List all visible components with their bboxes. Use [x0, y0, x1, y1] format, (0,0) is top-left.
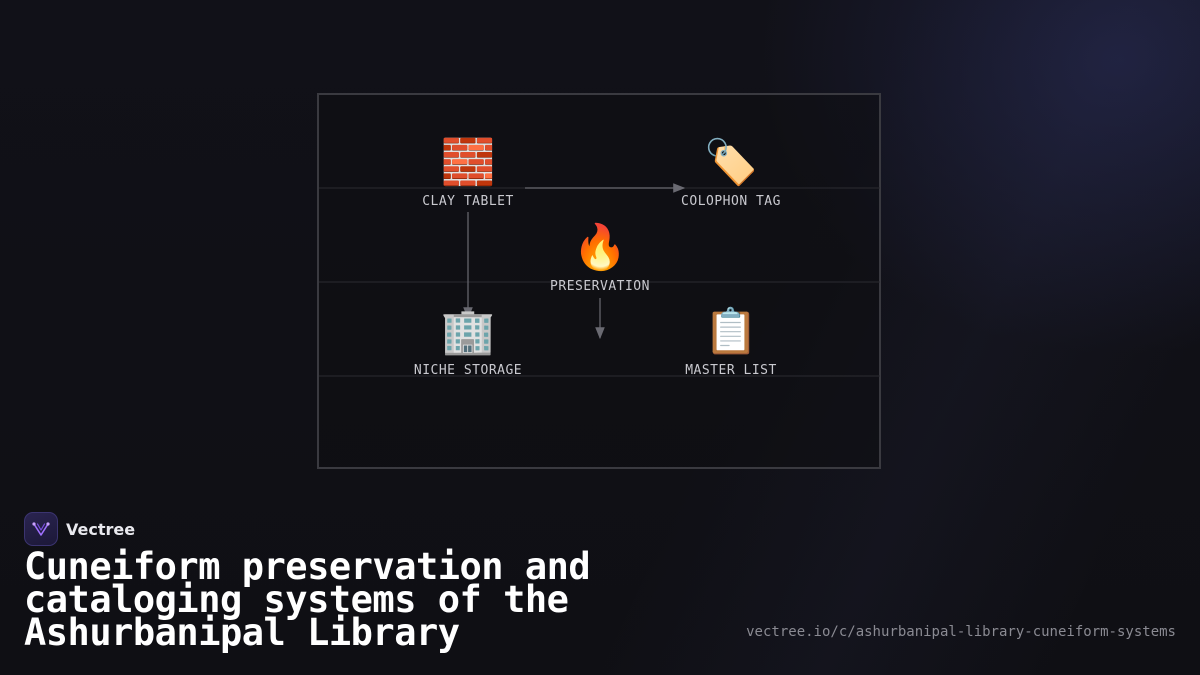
fire-icon: 🔥: [572, 222, 628, 273]
node-label: COLOPHON TAG: [681, 194, 781, 209]
node-label: CLAY TABLET: [422, 194, 514, 209]
node-master-list[interactable]: 📋 MASTER LIST: [685, 306, 777, 379]
node-label: MASTER LIST: [685, 363, 777, 378]
node-colophon-tag[interactable]: 🏷️ COLOPHON TAG: [681, 137, 781, 210]
page-title: Cuneiform preservation and cataloging sy…: [24, 545, 591, 654]
clipboard-icon: 📋: [703, 306, 759, 357]
node-label: NICHE STORAGE: [413, 363, 523, 378]
brand-name: Vectree: [66, 519, 136, 539]
vectree-logo-icon: [24, 512, 58, 546]
source-url[interactable]: vectree.io/c/ashurbanipal-library-cuneif…: [746, 624, 1176, 640]
node-preservation[interactable]: 🔥 PRESERVATION: [550, 222, 650, 295]
label-tag-icon: 🏷️: [703, 137, 759, 188]
brick-icon: 🧱: [440, 137, 496, 188]
node-label: PRESERVATION: [550, 279, 650, 294]
node-niche-storage[interactable]: 🏢 NICHE STORAGE: [413, 306, 523, 379]
brand[interactable]: Vectree: [24, 512, 135, 546]
diagram-frame: [317, 93, 881, 469]
node-clay-tablet[interactable]: 🧱 CLAY TABLET: [422, 137, 514, 210]
building-icon: 🏢: [440, 306, 496, 357]
